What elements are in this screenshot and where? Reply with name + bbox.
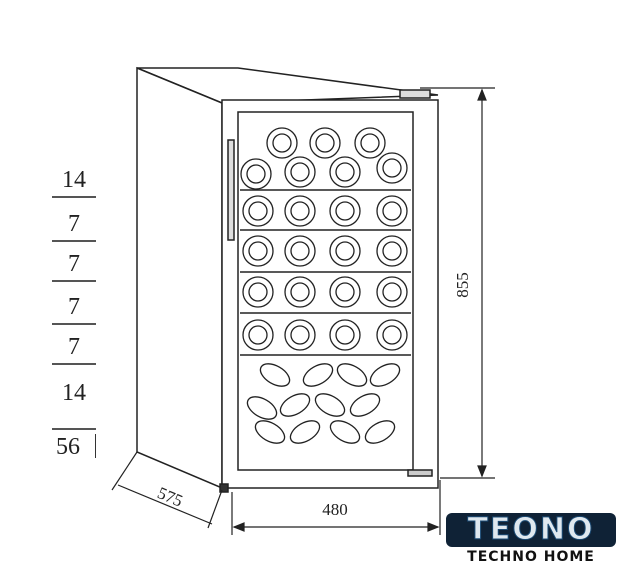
bottle bbox=[376, 195, 408, 227]
shelf-count-3: 7 bbox=[68, 251, 80, 277]
lying-bottle bbox=[349, 393, 381, 417]
bottle bbox=[242, 235, 274, 267]
lying-bottle bbox=[246, 396, 278, 420]
lying-bottle bbox=[254, 420, 286, 444]
depth-label: 575 bbox=[155, 483, 186, 510]
bottle bbox=[266, 127, 298, 159]
foot bbox=[407, 469, 433, 477]
lying-bottle bbox=[364, 420, 396, 444]
lying-bottle bbox=[259, 363, 291, 387]
teono-logo: TEONO TECHNO HOME bbox=[446, 512, 616, 565]
logo-brand: TEONO bbox=[446, 512, 616, 547]
width-label: 480 bbox=[322, 500, 348, 519]
height-label: 855 bbox=[453, 272, 472, 298]
shelf-count-5: 7 bbox=[68, 334, 80, 360]
lying-bottle bbox=[279, 393, 311, 417]
depth-dimension-line bbox=[117, 484, 213, 525]
total-bracket bbox=[95, 434, 96, 458]
bottle bbox=[284, 276, 316, 308]
bottle bbox=[329, 235, 361, 267]
fridge-side bbox=[136, 66, 223, 490]
lying-bottle bbox=[329, 420, 361, 444]
bottle bbox=[284, 195, 316, 227]
bottle bbox=[329, 156, 361, 188]
bottle bbox=[329, 276, 361, 308]
hinge-top bbox=[399, 89, 431, 99]
door-handle bbox=[227, 139, 235, 241]
bottle bbox=[242, 319, 274, 351]
divider bbox=[52, 323, 96, 325]
divider bbox=[52, 280, 96, 282]
bottle bbox=[376, 276, 408, 308]
divider bbox=[52, 363, 96, 365]
foot bbox=[219, 483, 229, 493]
bottle bbox=[242, 276, 274, 308]
bottle bbox=[309, 127, 341, 159]
bottle bbox=[240, 158, 272, 190]
lying-bottle bbox=[336, 363, 368, 387]
bottle bbox=[329, 319, 361, 351]
divider bbox=[52, 240, 96, 242]
bottle bbox=[329, 195, 361, 227]
bottle bbox=[376, 152, 408, 184]
lying-bottle bbox=[302, 363, 334, 387]
shelf-count-2: 7 bbox=[68, 211, 80, 237]
bottle bbox=[284, 235, 316, 267]
fridge-glass bbox=[237, 111, 414, 471]
bottle bbox=[242, 195, 274, 227]
lying-bottle bbox=[369, 363, 401, 387]
divider bbox=[52, 196, 96, 198]
bottle bbox=[284, 319, 316, 351]
bottle bbox=[376, 235, 408, 267]
bottle bbox=[376, 319, 408, 351]
total-count: 56 bbox=[56, 434, 80, 460]
divider bbox=[52, 428, 96, 430]
lying-bottle bbox=[314, 393, 346, 417]
bottle bbox=[284, 156, 316, 188]
shelf-count-1: 14 bbox=[62, 167, 86, 193]
lying-bottle bbox=[289, 420, 321, 444]
bottle bbox=[354, 127, 386, 159]
shelf-count-6: 14 bbox=[62, 380, 86, 406]
shelf-count-4: 7 bbox=[68, 294, 80, 320]
logo-tagline: TECHNO HOME bbox=[467, 549, 595, 565]
